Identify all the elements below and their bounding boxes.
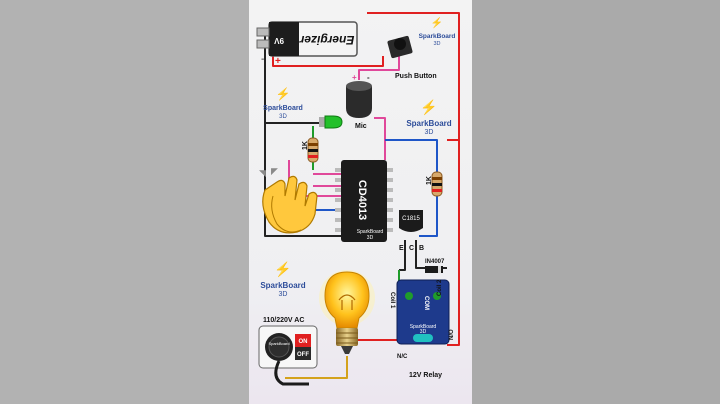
plug-cable — [274, 360, 309, 386]
light-bulb — [319, 270, 375, 354]
watermark-logo-icon: ⚡ — [274, 261, 291, 278]
watermark-1-sub: 3D — [433, 41, 440, 47]
circuit-panel: 9V Energizer - + Push Button + - Mic 1K — [249, 0, 472, 404]
watermark-logo-icon: ⚡ — [276, 87, 291, 101]
relay-brand: SparkBoard — [410, 324, 437, 330]
watermark-4: ⚡ SparkBoard 3D — [260, 261, 305, 298]
watermark-2: ⚡ SparkBoard 3D — [263, 87, 303, 120]
circuit-diagram: 9V Energizer - + Push Button + - Mic 1K — [256, 12, 460, 386]
battery-plus: + — [275, 56, 281, 67]
socket-brand: SparkBoard — [268, 341, 289, 346]
watermark-2-brand: SparkBoard — [263, 105, 303, 112]
wire-lamp-neutral — [285, 356, 348, 379]
watermark-1-brand: SparkBoard — [419, 33, 456, 40]
led-green — [319, 115, 343, 129]
transistor-c: C — [409, 245, 414, 252]
transistor-b: B — [419, 245, 424, 252]
ac-socket: 110/220V AC SparkBoard ON OFF — [258, 317, 318, 386]
relay-no: N/O — [449, 329, 455, 340]
relay-brand-sub: 3D — [420, 329, 427, 335]
relay-com: COM — [423, 296, 429, 310]
battery-9v: 9V Energizer - + — [256, 21, 358, 67]
wire-ground-rail — [264, 30, 347, 237]
transistor-c1815: C1815 E C B — [399, 210, 424, 252]
watermark-3: ⚡ SparkBoard 3D — [406, 99, 451, 136]
resistor-right-label: 1K — [426, 176, 433, 185]
mic-label: Mic — [355, 123, 367, 130]
switch-on: ON — [299, 339, 308, 345]
watermark-3-brand: SparkBoard — [406, 119, 451, 128]
switch-off: OFF — [297, 352, 309, 358]
ic-brand-sub: 3D — [367, 235, 374, 241]
relay-12v: COM SparkBoard 3D Coil 1 Coil 2 N/O N/C … — [389, 279, 455, 379]
wire-transistor-e — [399, 240, 406, 271]
wire-top-red — [367, 12, 460, 141]
battery-brand: Energizer — [298, 33, 354, 47]
clap-mark-2: ◥ — [259, 168, 266, 178]
watermark-logo-icon: ⚡ — [420, 99, 437, 116]
ic-cd4013: CD4013 SparkBoard 3D — [335, 160, 393, 242]
battery-minus: - — [261, 54, 264, 65]
clapping-hands-icon: ◤ ◥ — [259, 166, 318, 234]
right-pillarbox — [472, 0, 720, 404]
left-pillarbox — [0, 0, 249, 404]
resistor-left-label: 1K — [302, 141, 309, 150]
wire-pink-4 — [374, 117, 386, 160]
transistor-part: C1815 — [402, 216, 420, 222]
diode-label: IN4007 — [425, 259, 445, 265]
relay-coil1: Coil 1 — [389, 292, 395, 309]
watermark-3-sub: 3D — [425, 129, 434, 136]
watermark-4-brand: SparkBoard — [260, 281, 305, 290]
relay-coil2: Coil 2 — [437, 279, 443, 296]
mic-minus: - — [367, 73, 370, 82]
resistor-1k-right: 1K — [426, 171, 443, 197]
relay-nc: N/C — [397, 354, 408, 360]
wire-mic-positive — [358, 54, 400, 80]
ic-part-number: CD4013 — [356, 180, 368, 220]
resistor-1k-left: 1K — [302, 137, 319, 163]
clap-mark-1: ◤ — [271, 166, 278, 176]
mic-plus: + — [352, 73, 357, 82]
watermark-2-sub: 3D — [279, 114, 287, 120]
watermark-1: ⚡ SparkBoard 3D — [419, 16, 456, 47]
transistor-e: E — [399, 245, 404, 252]
relay-label: 12V Relay — [409, 372, 442, 379]
ac-label: 110/220V AC — [263, 317, 304, 324]
push-button-label: Push Button — [395, 73, 437, 80]
diode-in4007: IN4007 — [425, 259, 445, 273]
microphone: + - Mic — [346, 73, 372, 130]
wire-red-vertical — [447, 140, 460, 346]
push-button: Push Button — [387, 35, 437, 80]
watermark-logo-icon: ⚡ — [431, 16, 443, 29]
battery-voltage: 9V — [274, 36, 284, 45]
watermark-4-sub: 3D — [279, 291, 288, 298]
wire-lamp-red — [354, 330, 400, 341]
wire-battery-positive — [272, 55, 384, 67]
ic-brand: SparkBoard — [357, 229, 384, 235]
